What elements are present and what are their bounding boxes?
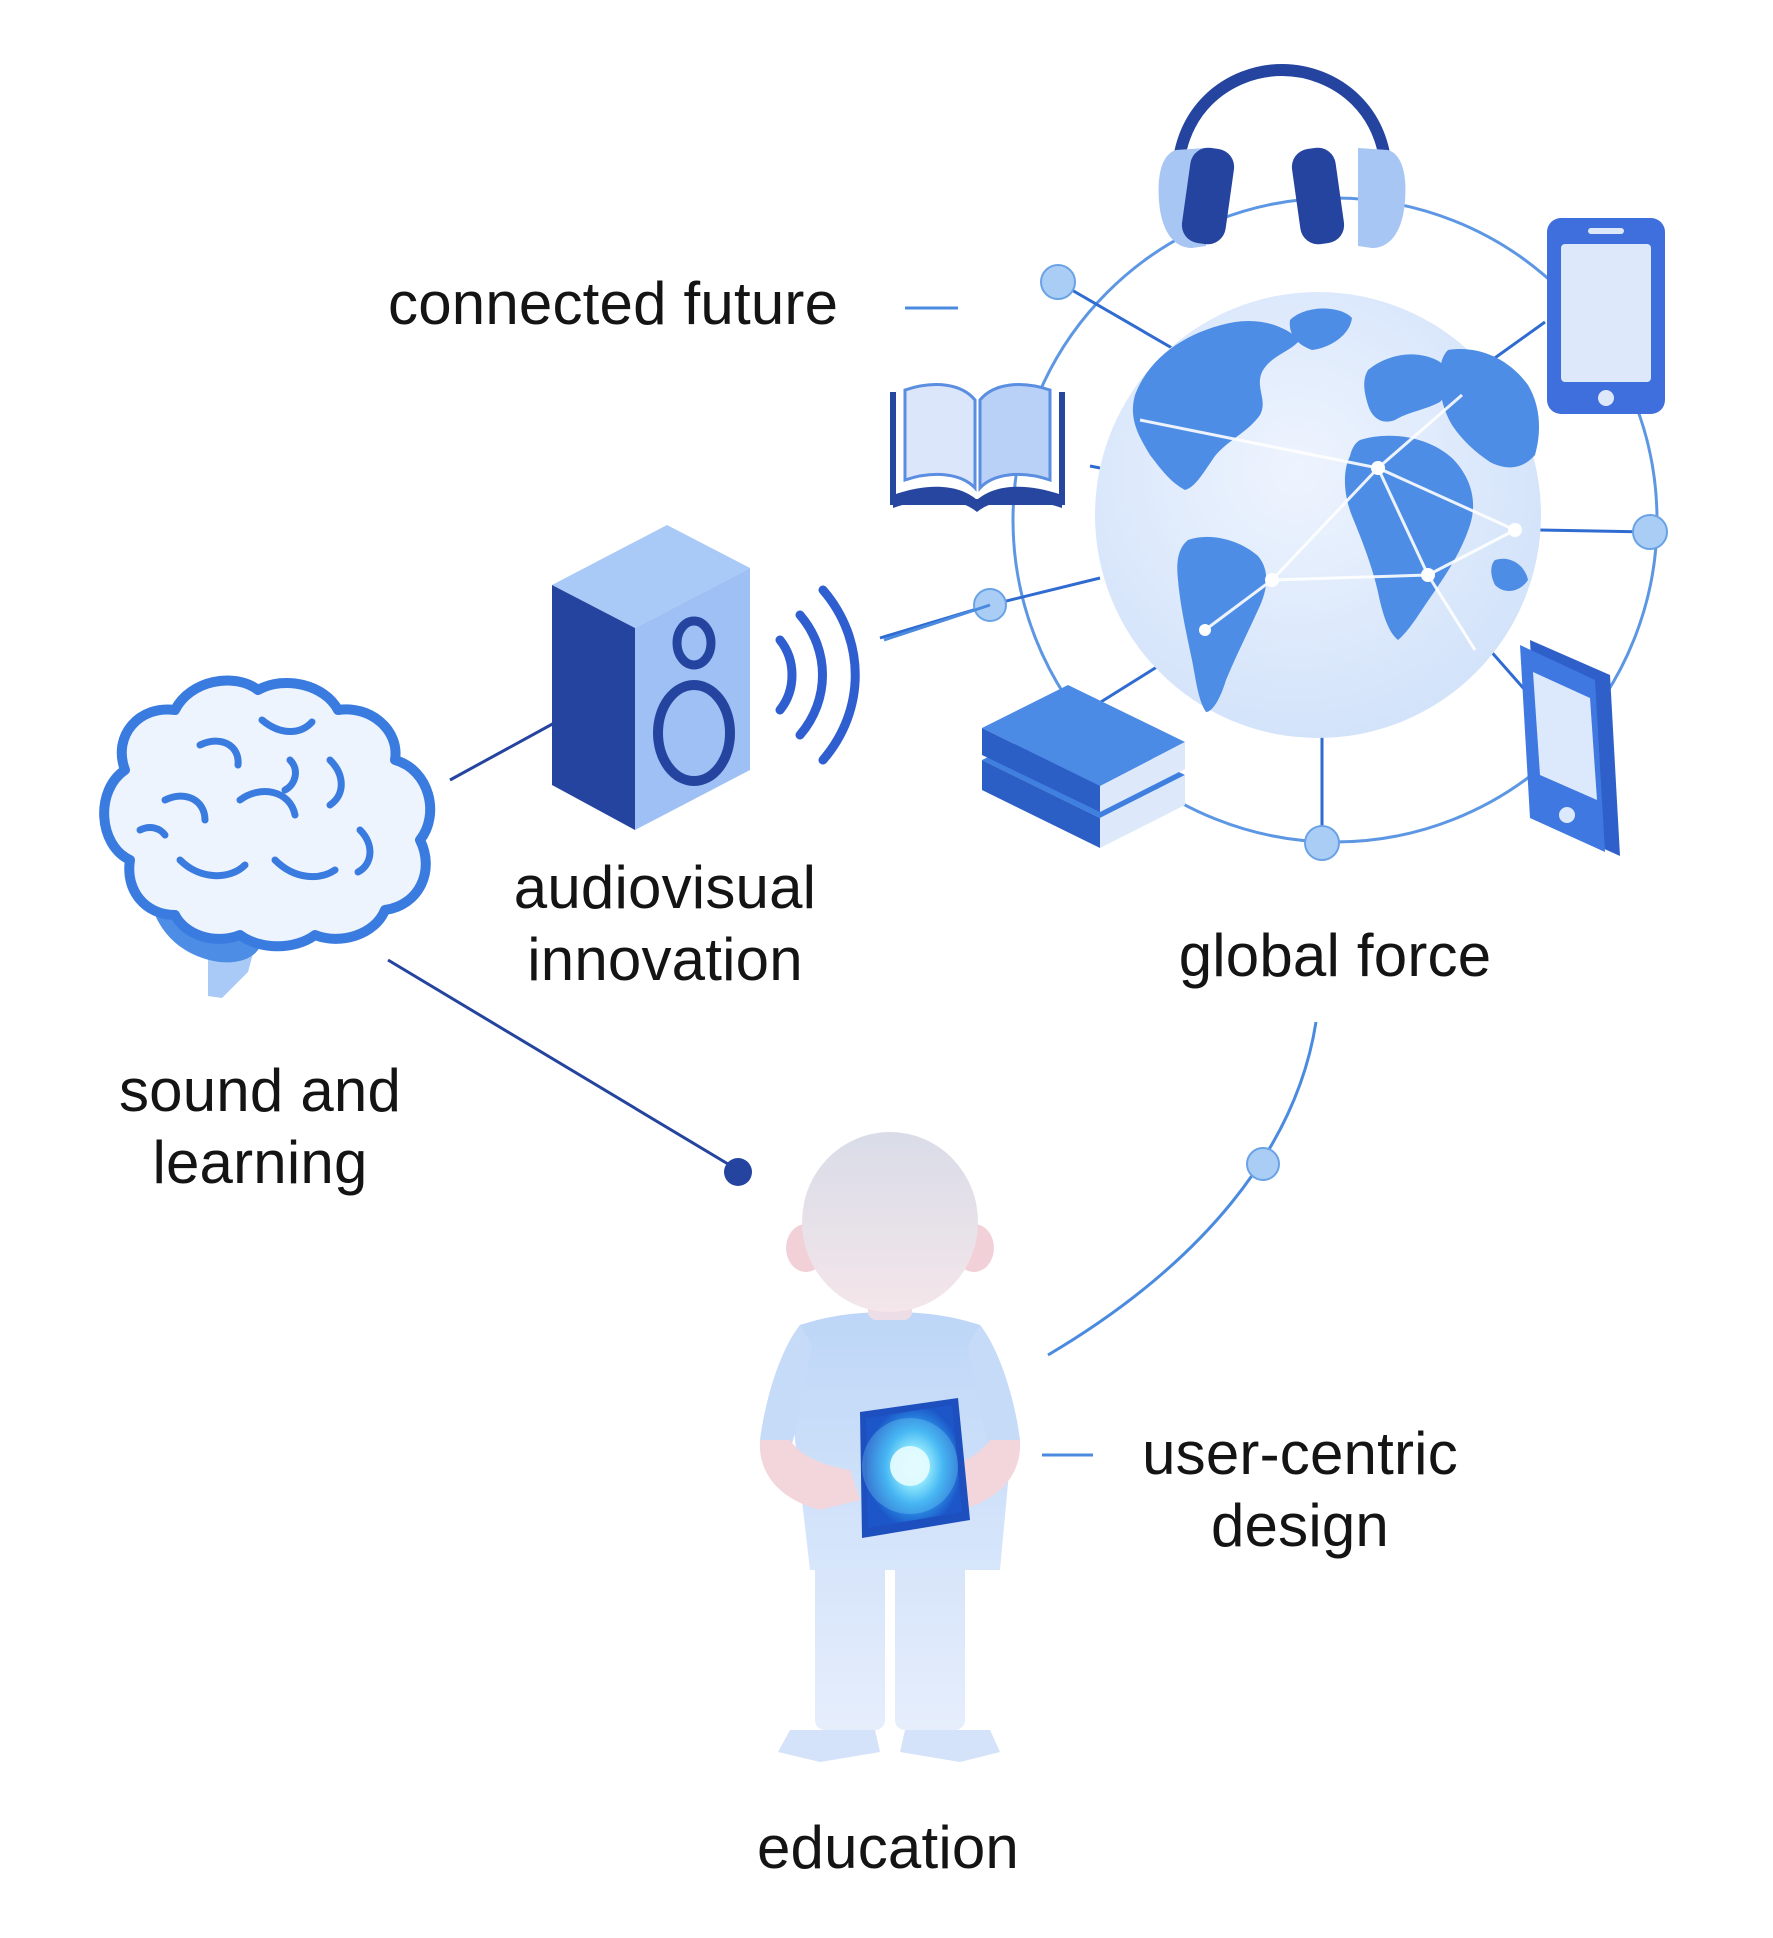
open-book-icon	[890, 383, 1065, 512]
label-audiovisual-line1: audiovisual	[513, 854, 817, 921]
label-user-centric-design: user-centric design	[1090, 1418, 1510, 1562]
global-education-arc	[1047, 1021, 1318, 1357]
tablet-phone-icon	[1520, 640, 1620, 856]
sound-waves-icon	[775, 585, 860, 765]
speaker-icon	[552, 525, 750, 830]
brain-education-connector	[387, 958, 752, 1186]
label-sound-line1: sound and	[118, 1057, 402, 1124]
label-connected-future: connected future	[388, 270, 839, 337]
smartphone-icon	[1547, 218, 1665, 414]
label-user-centric-line2: design	[1210, 1492, 1389, 1559]
label-user-centric-line1: user-centric	[1142, 1420, 1458, 1487]
globe-icon	[1095, 292, 1541, 738]
brain-speaker-connector	[449, 708, 579, 782]
stacked-books-icon	[982, 685, 1185, 848]
label-audiovisual-innovation: audiovisual innovation	[470, 852, 860, 996]
glowing-tablet-icon	[860, 1398, 970, 1538]
headphones-icon	[1158, 63, 1406, 248]
label-global-force: global force	[1178, 922, 1492, 989]
label-audiovisual-line2: innovation	[527, 926, 803, 993]
brain-icon	[99, 675, 436, 998]
label-sound-and-learning: sound and learning	[80, 1055, 440, 1199]
speaker-network-connector	[883, 603, 991, 642]
label-sound-line2: learning	[152, 1129, 368, 1196]
label-education: education	[756, 1814, 1019, 1881]
